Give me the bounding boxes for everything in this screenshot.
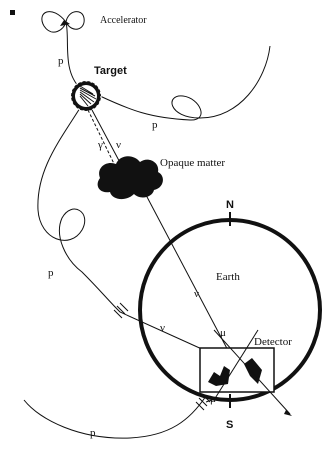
label-target: Target — [94, 65, 127, 77]
accelerator-loops — [42, 12, 84, 88]
corner-mark — [10, 10, 15, 15]
label-neutrino-beam: ν — [116, 139, 121, 151]
label-south: S — [226, 419, 233, 431]
label-proton-accelerator: p — [58, 55, 64, 67]
label-neutrino-earth: ν — [194, 288, 199, 300]
opaque-matter-cloud — [98, 156, 163, 199]
label-gamma: γ — [97, 139, 103, 151]
label-earth: Earth — [216, 271, 240, 283]
label-muon-top: μ — [220, 327, 226, 339]
proton-track-arrow — [114, 303, 128, 318]
label-proton-left: p — [48, 267, 54, 279]
proton-track-bottom — [24, 396, 206, 438]
label-muon-bottom: μ — [210, 393, 216, 405]
label-neutrino-left: ν — [160, 322, 165, 334]
detector — [200, 348, 274, 392]
label-north: N — [226, 199, 234, 211]
proton-track-top — [100, 46, 270, 120]
label-accelerator: Accelerator — [100, 15, 147, 26]
label-proton-bottom: p — [90, 427, 96, 439]
target — [71, 81, 101, 111]
beam — [88, 110, 232, 358]
label-proton-top: p — [152, 119, 158, 131]
label-detector: Detector — [254, 336, 292, 348]
label-opaque-matter: Opaque matter — [160, 157, 225, 169]
